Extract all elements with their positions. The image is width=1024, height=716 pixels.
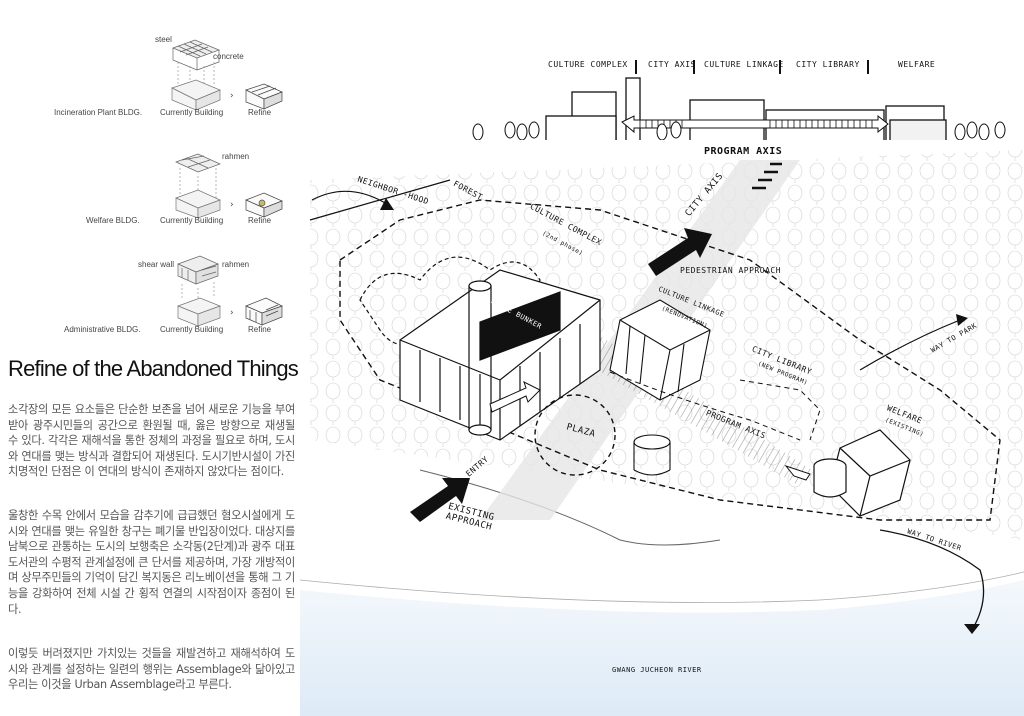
neighborhood-arrow [311,190,391,207]
zone-culture-linkage: CULTURE LINKAGE [704,60,784,69]
site-plan [300,140,1024,716]
elevation-diagram [470,60,1010,143]
svg-text:›: › [229,200,234,210]
label-river: GWANG JUCHEON RIVER [612,666,702,674]
paragraph-1: 소각장의 모든 요소들은 단순한 보존을 넘어 새로운 기능을 부여받아 광주시… [8,403,295,479]
paragraph-2: 울창한 수목 안에서 모습을 감추기에 급급했던 혐오시설에게 도시와 연대를 … [8,509,295,616]
incineration-steel-frame [172,39,220,71]
culture-complex-building [399,269,601,441]
road-edge [419,469,721,546]
program-axis-arrow [621,114,889,134]
current-label: Currently Building [160,216,224,225]
zone-welfare: WELFARE [898,60,936,69]
material-label: concrete [213,52,244,61]
paragraph-3: 이렇듯 버려졌지만 가치있는 것들을 재발견하고 재해석하여 도시와 관계를 설… [8,647,295,692]
city-axis-dashes [752,162,782,190]
material-label: steel [155,35,172,44]
current-label: Currently Building [160,325,224,334]
refine-label: Refine [248,216,272,225]
zone-city-library: CITY LIBRARY [796,60,860,69]
material-label: rahmen [222,260,250,269]
admin-current-building [177,297,221,327]
refine-label: Refine [248,325,272,334]
plaza-circle [534,394,616,476]
dashed-path [609,371,801,441]
welfare-building [813,429,911,517]
existing-approach-arrow-icon [410,478,470,522]
label-pedestrian-approach: PEDESTRIAN APPROACH [680,266,782,275]
elevation-buildings [545,77,947,143]
arrowhead-icon [956,314,968,326]
welfare-rahmen-frame [175,153,221,173]
pedestrian-arrow-icon [648,228,712,276]
welfare-refined [245,192,283,218]
building-axonometrics: › › [171,39,283,327]
zone-culture-complex: CULTURE COMPLEX [548,60,628,69]
river-arrow [879,529,985,631]
refine-label: Refine [248,108,272,117]
dashed-path [739,379,821,441]
svg-text:›: › [229,308,234,318]
plaza-cylinder [633,434,671,476]
axis-arrowhead-icon [784,464,811,481]
section-title: Refine of the Abandoned Things [8,356,299,381]
building-name: Incineration Plant BLDG. [54,108,143,117]
building-name: Welfare BLDG. [86,216,140,225]
zone-dividers [635,60,869,74]
zone-city-axis: CITY AXIS [648,60,696,69]
material-label: shear wall [138,260,175,269]
incineration-refined [245,83,283,110]
river-area [300,580,1024,716]
arrowhead-icon [380,198,394,210]
link-arrow-icon [489,381,541,413]
admin-refined [245,297,283,326]
material-label: rahmen [222,152,250,161]
building-name: Administrative BLDG. [64,325,141,334]
welfare-current-building [175,189,221,219]
arrowhead-icon [964,624,980,634]
river-bank [300,571,1024,603]
current-label: Currently Building [160,108,224,117]
park-arrow [859,319,961,371]
program-axis-label: PROGRAM AXIS [704,146,783,157]
admin-shear-wall [177,255,219,285]
waste-bunker [479,291,561,361]
arrow-icon: › [229,91,234,101]
incineration-current-building [171,79,221,111]
